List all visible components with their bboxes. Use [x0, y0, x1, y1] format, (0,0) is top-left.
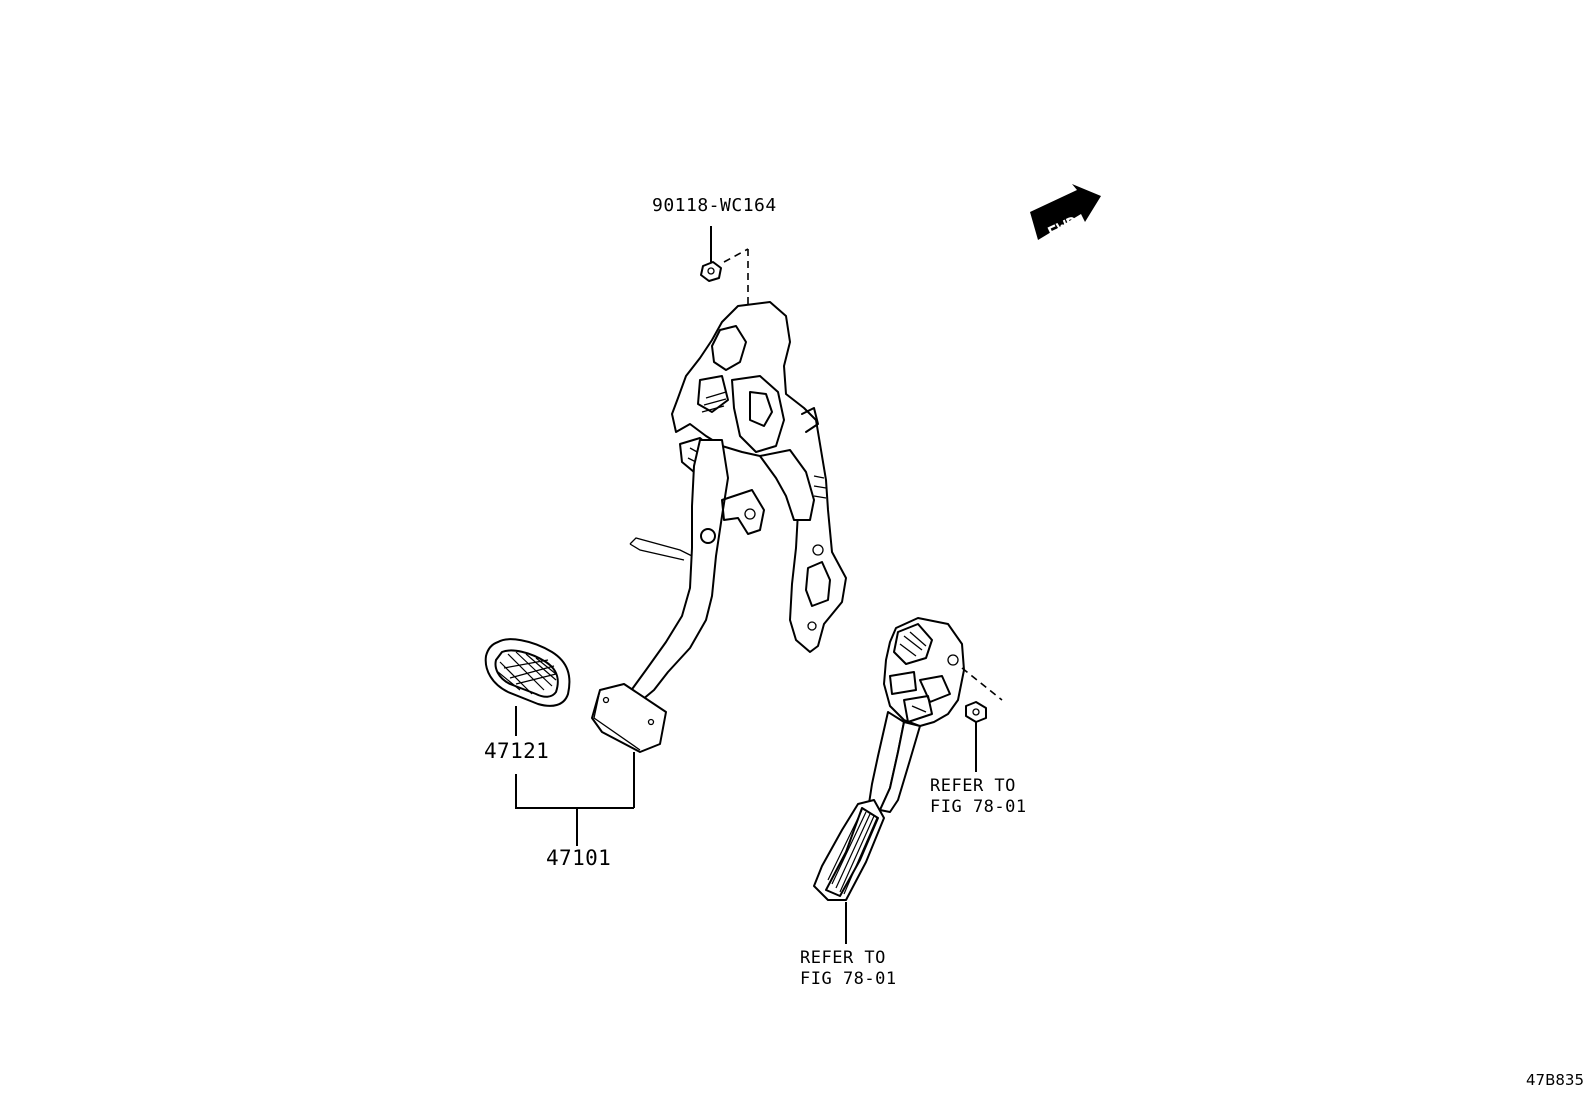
fwd-arrow-icon: FWD: [1030, 184, 1101, 244]
brake-pedal-pad: [591, 683, 667, 808]
assembly-leader: [515, 774, 634, 846]
label-refer-lower: REFER TO FIG 78-01: [800, 948, 897, 989]
label-refer-upper: REFER TO FIG 78-01: [930, 776, 1027, 817]
pedal-pad-cover: [484, 638, 571, 736]
brake-pedal-arm: [629, 439, 765, 701]
label-brake-pedal-assy: 47101: [546, 846, 612, 870]
label-pad-part: 47121: [484, 739, 550, 763]
accelerator-pedal: [813, 617, 1003, 944]
diagram-id: 47B835: [1525, 1071, 1584, 1089]
label-nut-part: 90118-WC164: [652, 195, 777, 216]
